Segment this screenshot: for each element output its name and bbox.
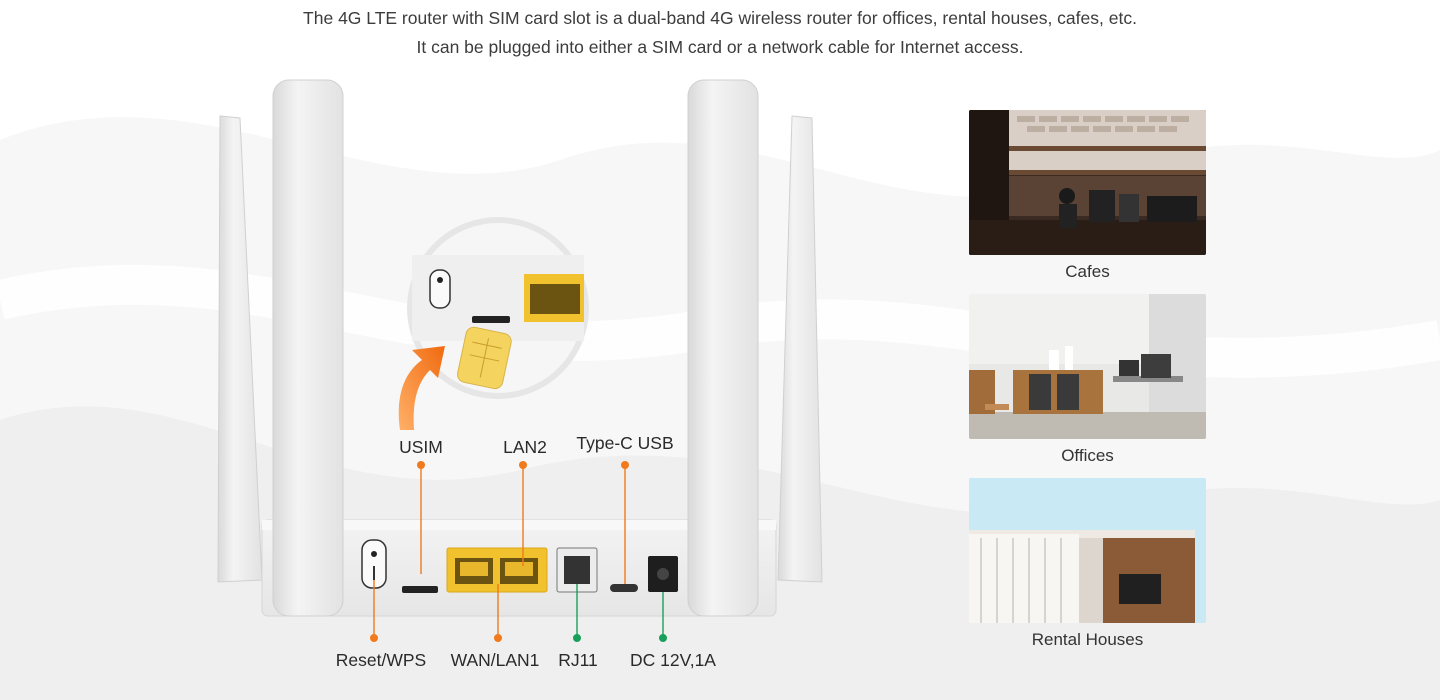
label-dc: DC 12V,1A [630,650,716,670]
label-lan2: LAN2 [503,437,547,457]
office-photo [969,294,1206,439]
label-rj11: RJ11 [558,650,598,670]
rj11-callout [573,584,581,642]
rj11-port [556,547,598,593]
label-wan-lan1: WAN/LAN1 [450,650,540,670]
antenna-left-back [217,115,263,583]
antenna-right-back [777,115,823,583]
antenna-left-front [272,79,344,617]
label-typec-usb: Type-C USB [576,433,674,453]
scene-caption-rental-houses: Rental Houses [1031,630,1144,649]
usim-slot [402,586,438,593]
insert-arrow-icon [398,346,445,430]
lan-ports [446,547,548,593]
reset-callout [370,580,378,642]
antenna-right-front [687,79,759,617]
scene-card-rental-houses: Rental Houses [969,478,1206,650]
intro-text: The 4G LTE router with SIM card slot is … [0,4,1440,62]
scene-caption-cafes: Cafes [1065,262,1110,281]
sim-zoom-bubble [407,217,589,399]
rental-house-photo [969,478,1206,623]
usim-callout [417,461,425,574]
cafe-photo [969,110,1206,255]
router-illustration [217,79,823,642]
wan-callout [494,584,502,642]
intro-line-2: It can be plugged into either a SIM card… [416,37,1024,57]
intro-line-1: The 4G LTE router with SIM card slot is … [303,8,1137,28]
dc-port [648,556,678,592]
lan2-callout [519,461,527,566]
scene-card-offices: Offices [969,294,1206,466]
typec-callout [621,461,629,584]
label-usim: USIM [399,437,443,457]
label-reset-wps: Reset/WPS [335,650,427,670]
typec-port [610,584,638,592]
scene-caption-offices: Offices [1061,446,1114,465]
dc-callout [659,592,667,642]
scene-card-cafes: Cafes [969,110,1206,282]
